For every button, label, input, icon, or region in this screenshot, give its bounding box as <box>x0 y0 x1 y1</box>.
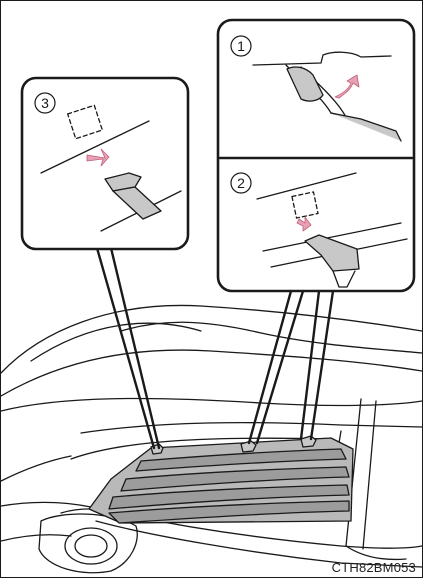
callout-number-2: 2 <box>237 175 245 191</box>
bumper-lines <box>1 305 422 567</box>
callout-number-3: 3 <box>41 95 49 111</box>
grille-insert <box>89 436 353 523</box>
callout-box-1-2 <box>218 20 414 291</box>
figure-code: CTH82BM053 <box>332 560 416 575</box>
callout-number-1: 1 <box>237 38 245 54</box>
